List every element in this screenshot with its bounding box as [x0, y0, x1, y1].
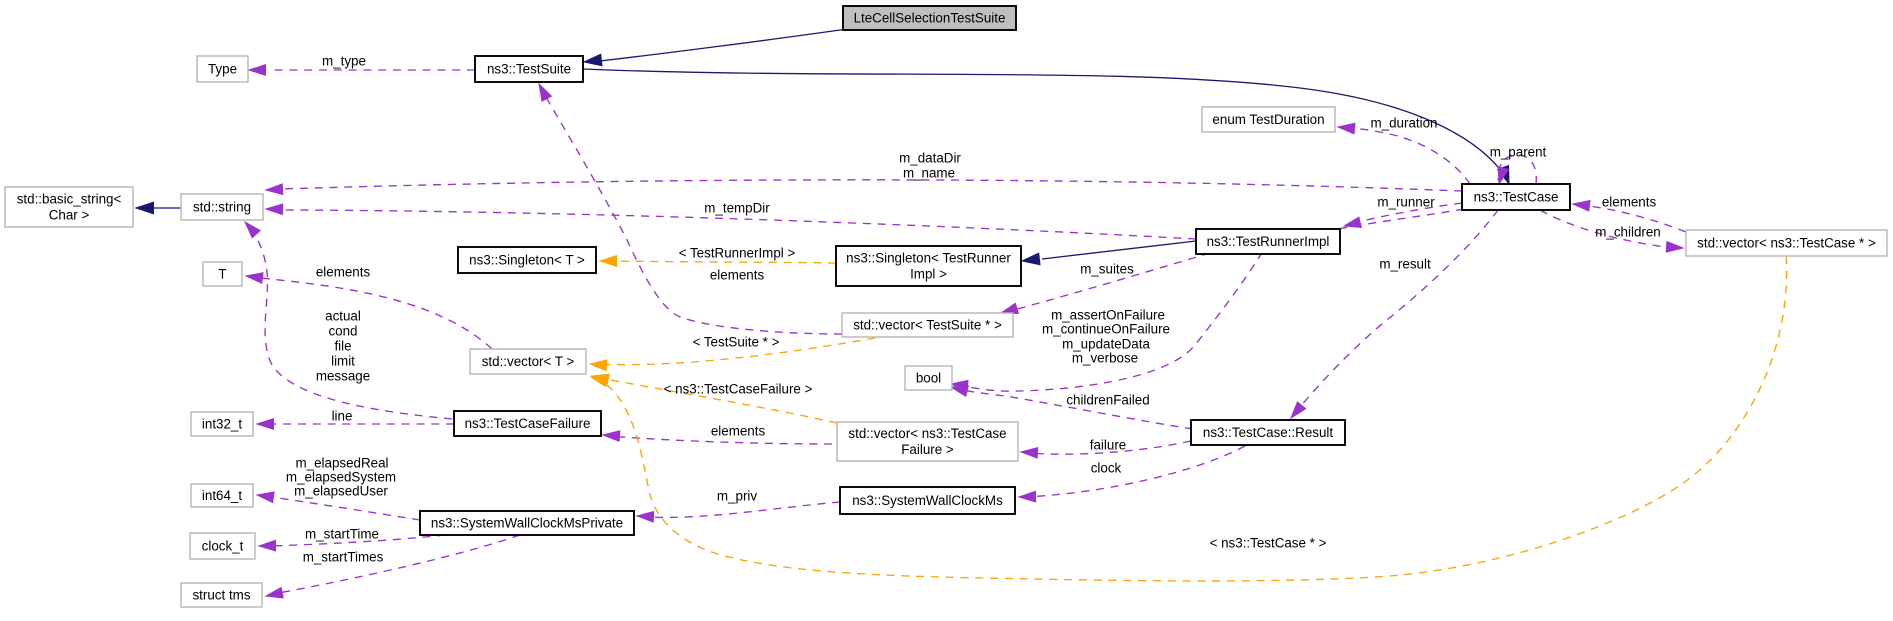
svg-text:elements: elements	[316, 265, 371, 280]
svg-text:std::vector< TestSuite * >: std::vector< TestSuite * >	[853, 318, 1002, 333]
svg-text:m_result: m_result	[1379, 257, 1431, 272]
svg-text:bool: bool	[916, 371, 941, 386]
svg-text:clock: clock	[1091, 461, 1122, 476]
svg-text:m_continueOnFailure: m_continueOnFailure	[1042, 322, 1170, 337]
svg-text:std::vector< ns3::TestCase * >: std::vector< ns3::TestCase * >	[1697, 236, 1876, 251]
svg-text:m_elapsedReal: m_elapsedReal	[295, 456, 388, 471]
svg-text:T: T	[218, 267, 226, 282]
svg-text:clock_t: clock_t	[202, 539, 244, 554]
svg-text:m_children: m_children	[1595, 225, 1661, 240]
svg-text:actual: actual	[325, 309, 361, 324]
svg-text:ns3::SystemWallClockMs: ns3::SystemWallClockMs	[852, 493, 1003, 508]
svg-text:cond: cond	[328, 324, 357, 339]
svg-text:m_assertOnFailure: m_assertOnFailure	[1051, 308, 1165, 323]
svg-text:enum TestDuration: enum TestDuration	[1212, 112, 1324, 127]
svg-text:struct tms: struct tms	[192, 588, 250, 603]
svg-text:ns3::TestCase: ns3::TestCase	[1474, 190, 1559, 205]
svg-text:ns3::SystemWallClockMsPrivate: ns3::SystemWallClockMsPrivate	[431, 516, 623, 531]
svg-text:int64_t: int64_t	[202, 488, 242, 503]
svg-text:limit: limit	[331, 354, 355, 369]
svg-text:m_updateData: m_updateData	[1062, 337, 1150, 352]
svg-text:LteCellSelectionTestSuite: LteCellSelectionTestSuite	[854, 11, 1006, 26]
svg-text:m_elapsedUser: m_elapsedUser	[294, 484, 388, 499]
svg-text:m_startTime: m_startTime	[305, 527, 379, 542]
svg-text:int32_t: int32_t	[202, 417, 242, 432]
svg-text:< ns3::TestCaseFailure >: < ns3::TestCaseFailure >	[664, 382, 813, 397]
svg-text:std::basic_string<: std::basic_string<	[17, 192, 122, 207]
svg-text:Impl >: Impl >	[910, 267, 947, 282]
svg-text:< TestSuite * >: < TestSuite * >	[693, 335, 780, 350]
svg-text:m_tempDir: m_tempDir	[704, 201, 770, 216]
svg-text:m_type: m_type	[322, 54, 366, 69]
svg-text:ns3::TestRunnerImpl: ns3::TestRunnerImpl	[1207, 234, 1330, 249]
svg-text:failure: failure	[1090, 438, 1126, 453]
svg-text:childrenFailed: childrenFailed	[1066, 393, 1149, 408]
svg-text:elements: elements	[711, 424, 766, 439]
svg-text:std::string: std::string	[193, 200, 251, 215]
svg-text:< TestRunnerImpl >: < TestRunnerImpl >	[679, 246, 796, 261]
svg-text:m_verbose: m_verbose	[1072, 351, 1138, 366]
svg-text:Failure >: Failure >	[901, 442, 954, 457]
svg-text:m_dataDir: m_dataDir	[899, 151, 961, 166]
svg-text:m_priv: m_priv	[717, 489, 757, 504]
svg-text:m_name: m_name	[903, 166, 955, 181]
svg-text:m_startTimes: m_startTimes	[303, 550, 384, 565]
svg-text:file: file	[334, 339, 351, 354]
svg-text:ns3::Singleton< TestRunner: ns3::Singleton< TestRunner	[846, 251, 1011, 266]
svg-text:ns3::TestSuite: ns3::TestSuite	[487, 62, 571, 77]
svg-text:m_duration: m_duration	[1371, 116, 1438, 131]
svg-text:ns3::Singleton< T >: ns3::Singleton< T >	[469, 253, 585, 268]
svg-text:elements: elements	[710, 268, 765, 283]
svg-text:ns3::TestCaseFailure: ns3::TestCaseFailure	[465, 416, 591, 431]
svg-text:m_elapsedSystem: m_elapsedSystem	[286, 470, 396, 485]
svg-text:line: line	[332, 409, 353, 424]
svg-text:ns3::TestCase::Result: ns3::TestCase::Result	[1203, 425, 1334, 440]
svg-text:message: message	[316, 369, 370, 384]
svg-text:elements: elements	[1602, 195, 1657, 210]
svg-text:m_runner: m_runner	[1377, 195, 1435, 210]
svg-text:m_suites: m_suites	[1080, 262, 1134, 277]
svg-text:std::vector< T >: std::vector< T >	[482, 354, 575, 369]
svg-text:Type: Type	[208, 62, 237, 77]
svg-text:Char >: Char >	[49, 208, 90, 223]
svg-text:std::vector< ns3::TestCase: std::vector< ns3::TestCase	[848, 426, 1006, 441]
svg-text:< ns3::TestCase * >: < ns3::TestCase * >	[1210, 536, 1327, 551]
svg-text:m_parent: m_parent	[1490, 145, 1547, 160]
